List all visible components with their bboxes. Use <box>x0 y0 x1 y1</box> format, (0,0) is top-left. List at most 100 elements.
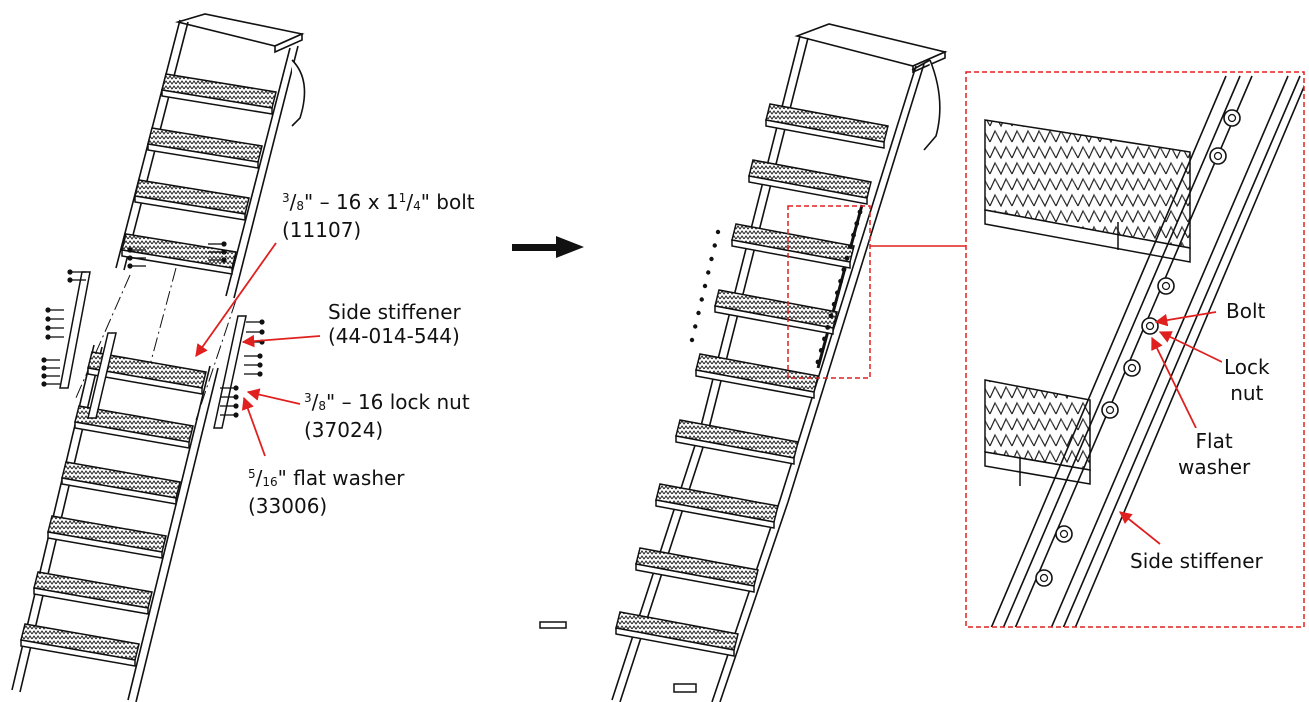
assembled-bolt <box>847 244 853 250</box>
zoom-bolt-core <box>1227 113 1237 123</box>
washer-label: 5/16" flat washer (33006) <box>248 466 405 518</box>
lower-tread-nosing <box>33 587 149 615</box>
bolt <box>67 277 73 283</box>
exploded-bolts <box>41 241 265 418</box>
washer-part-number: (33006) <box>248 494 328 518</box>
lock-nut <box>233 403 239 409</box>
upper-tread-nosing <box>134 195 246 221</box>
assembled-bolt <box>851 232 856 238</box>
assembled-bolt <box>815 359 821 365</box>
base-pins <box>539 621 697 693</box>
assembled-tread-nosing <box>695 369 815 399</box>
assembled-bolts <box>689 209 863 365</box>
zoom-stiffener-arrow <box>1119 511 1161 545</box>
zoom-bolt-core <box>1145 321 1155 331</box>
bolt <box>41 381 47 387</box>
stiffener-part-number: (44-014-544) <box>328 324 460 348</box>
bolt <box>127 255 133 261</box>
lock-nut <box>233 394 239 400</box>
lower-tread-nosing <box>74 421 190 449</box>
stringer-hole <box>706 270 711 275</box>
bolt <box>127 263 133 269</box>
assembled-tread-nosing <box>731 239 851 269</box>
lock-nut <box>257 353 263 359</box>
bolt <box>127 247 133 253</box>
zoom-bolt-arrow <box>1154 311 1217 327</box>
assembled-tread-nosing <box>615 627 735 657</box>
bolt-part-number: (11107) <box>282 218 362 242</box>
assembled-bolt <box>838 278 844 284</box>
zoom-bolt-head <box>1123 359 1141 377</box>
stiffener-arrow <box>241 334 321 348</box>
zoom-bolt-head <box>1035 569 1053 587</box>
stringer-hole <box>712 243 717 248</box>
stringer-hole <box>709 256 714 262</box>
zoom-bolt-core <box>1127 363 1137 373</box>
bolt <box>41 373 47 379</box>
zoom-bolt-core <box>1039 573 1049 583</box>
bolt-label: 3/8" – 16 x 11/4" bolt (11107) <box>282 190 475 242</box>
locknut-part-number: (37024) <box>304 418 384 442</box>
assembled-bolt <box>831 301 837 307</box>
assembled-treads <box>615 103 889 657</box>
lower-tread-nosing <box>20 639 136 667</box>
stringer-hole <box>699 297 704 302</box>
upper-tread-nosing <box>121 249 233 275</box>
bolt <box>41 357 47 363</box>
lower-tread-nosing <box>47 531 163 559</box>
bolt <box>45 334 51 340</box>
zoom-bolts <box>1035 109 1241 587</box>
assembled-tread-nosing <box>765 119 885 149</box>
zoom-bolt-core <box>1213 151 1223 161</box>
stringer-hole <box>702 283 708 289</box>
lock-nut <box>233 412 239 418</box>
assembled-tread-nosing <box>714 305 834 335</box>
upper-tread-nosing <box>161 89 273 115</box>
zoom-bolt-core <box>1059 529 1069 539</box>
bolt-arrow <box>195 242 277 358</box>
lower-tread-nosing <box>61 477 177 505</box>
lower-treads <box>20 351 207 667</box>
lock-nut <box>233 385 239 391</box>
callout-arrows <box>195 242 1223 545</box>
assembled-tread-nosing <box>635 563 755 593</box>
assembled-bolt <box>857 209 863 215</box>
locknut-arrow <box>246 388 301 405</box>
stringer-hole <box>715 229 721 235</box>
assembled-bolt <box>818 348 824 353</box>
lock-nut <box>257 371 263 377</box>
bolt <box>259 329 265 335</box>
assembled-bolt <box>844 255 850 261</box>
zoom-washer-arrow <box>1151 336 1197 429</box>
bolt <box>45 307 51 313</box>
bolt <box>41 365 47 371</box>
bolt <box>221 249 227 255</box>
washer-arrow <box>241 396 266 457</box>
locknut-label: 3/8" – 16 lock nut (37024) <box>304 390 470 442</box>
lower-tread-nosing <box>87 367 203 395</box>
zoom-bolt-label: Bolt <box>1224 298 1268 324</box>
stringer-hole <box>693 324 698 329</box>
assembled-tread-nosing <box>655 499 775 529</box>
transition-arrow <box>512 236 584 258</box>
zoom-bolt-core <box>1105 405 1115 415</box>
assembled-tread-nosing <box>675 435 795 465</box>
assembled-bolt <box>825 324 831 330</box>
assembled-bolt <box>834 290 840 296</box>
zoom-frame <box>965 71 1305 628</box>
zoom-bolt-head <box>1223 109 1241 127</box>
zoom-stiffener-label: Side stiffener <box>1128 548 1265 574</box>
bolt <box>221 257 227 263</box>
zoom-locknut-arrow <box>1158 331 1223 363</box>
assembled-bolt <box>828 313 834 319</box>
bolt <box>259 319 265 325</box>
zoom-detail <box>966 72 1304 627</box>
detail-region-box <box>787 205 871 379</box>
side-stiffener-plates <box>59 271 247 429</box>
zoom-bolt-core <box>1161 281 1171 291</box>
bolt <box>45 325 51 331</box>
